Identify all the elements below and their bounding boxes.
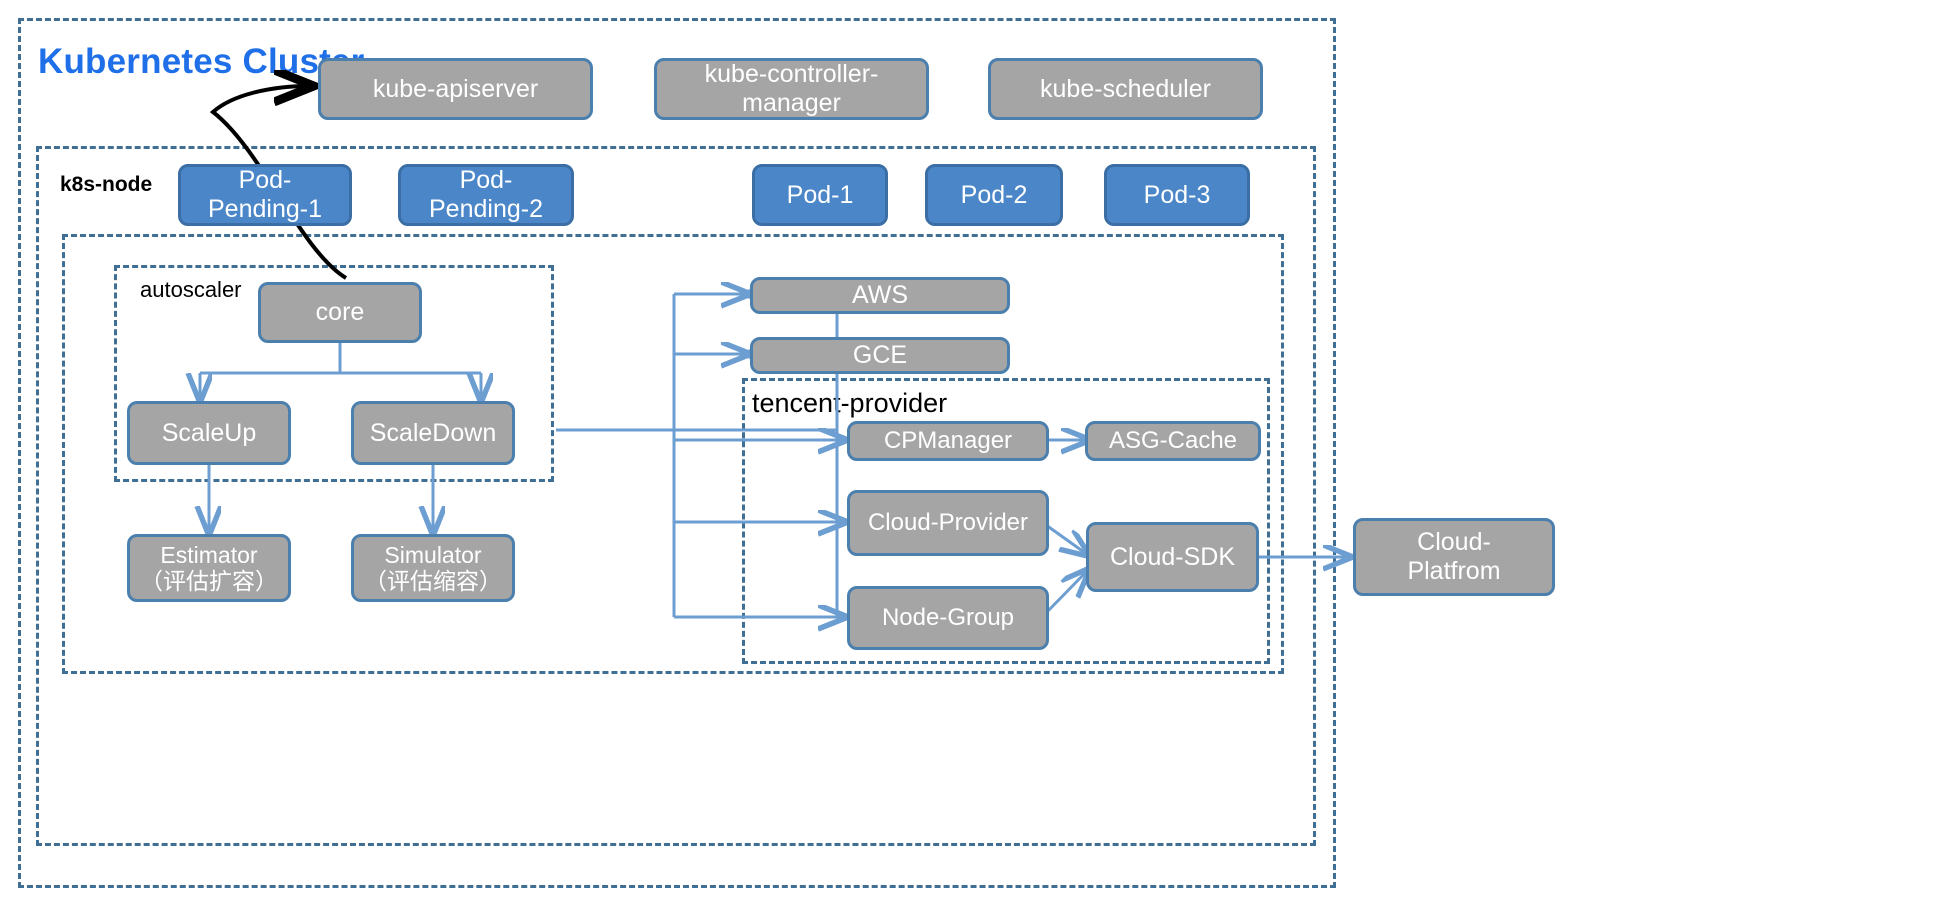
node-asg-cache[interactable]: ASG-Cache: [1085, 421, 1261, 461]
node-aws[interactable]: AWS: [750, 277, 1010, 314]
node-label: Node-Group: [881, 604, 1015, 632]
k8s-node-boundary: [36, 146, 1316, 846]
node-label: Pod- Pending-2: [429, 166, 543, 223]
node-scaledown[interactable]: ScaleDown: [351, 401, 515, 465]
node-label: CPManager: [883, 427, 1013, 455]
node-kube-controller-manager[interactable]: kube-controller- manager: [654, 58, 929, 120]
node-pod-pending-2[interactable]: Pod- Pending-2: [398, 164, 574, 226]
node-label: Cloud-Provider: [867, 509, 1029, 537]
node-cpmanager[interactable]: CPManager: [847, 421, 1049, 461]
node-label: Simulator （评估缩容）: [364, 541, 502, 594]
node-label: kube-scheduler: [1040, 74, 1211, 103]
node-estimator[interactable]: Estimator （评估扩容）: [127, 534, 291, 602]
node-scaleup[interactable]: ScaleUp: [127, 401, 291, 465]
node-core[interactable]: core: [258, 282, 422, 343]
node-label: AWS: [851, 281, 909, 310]
node-cloud-provider[interactable]: Cloud-Provider: [847, 490, 1049, 556]
node-gce[interactable]: GCE: [750, 337, 1010, 374]
group-label-autoscaler: autoscaler: [140, 277, 242, 302]
node-label: Pod-3: [1143, 180, 1211, 209]
node-label: core: [315, 298, 365, 327]
node-label: Pod-1: [786, 180, 854, 209]
node-kube-scheduler[interactable]: kube-scheduler: [988, 58, 1263, 120]
node-label: Pod-2: [960, 180, 1028, 209]
cluster-boundary: [18, 18, 1336, 888]
node-label: kube-controller- manager: [704, 60, 879, 117]
node-pod-2[interactable]: Pod-2: [925, 164, 1063, 226]
node-simulator[interactable]: Simulator （评估缩容）: [351, 534, 515, 602]
node-label: ScaleDown: [369, 418, 497, 447]
node-cloud-platform[interactable]: Cloud- Platfrom: [1353, 518, 1555, 596]
node-pod-3[interactable]: Pod-3: [1104, 164, 1250, 226]
node-label: GCE: [852, 341, 908, 370]
node-kube-apiserver[interactable]: kube-apiserver: [318, 58, 593, 120]
node-label: ScaleUp: [161, 418, 257, 447]
node-pod-1[interactable]: Pod-1: [752, 164, 888, 226]
node-cloud-sdk[interactable]: Cloud-SDK: [1086, 522, 1259, 592]
node-label: Cloud- Platfrom: [1407, 528, 1501, 585]
node-label: kube-apiserver: [372, 74, 539, 103]
node-label: Pod- Pending-1: [208, 166, 322, 223]
node-label: ASG-Cache: [1108, 427, 1238, 455]
node-node-group[interactable]: Node-Group: [847, 586, 1049, 650]
page-title: Kubernetes Cluster: [38, 42, 365, 81]
node-pod-pending-1[interactable]: Pod- Pending-1: [178, 164, 352, 226]
node-label: Estimator （评估扩容）: [140, 541, 278, 594]
group-label-k8s-node: k8s-node: [60, 173, 153, 196]
inner-stack-boundary: [62, 234, 1284, 674]
group-label-tencent-provider: tencent-provider: [752, 388, 948, 418]
node-label: Cloud-SDK: [1109, 542, 1236, 571]
